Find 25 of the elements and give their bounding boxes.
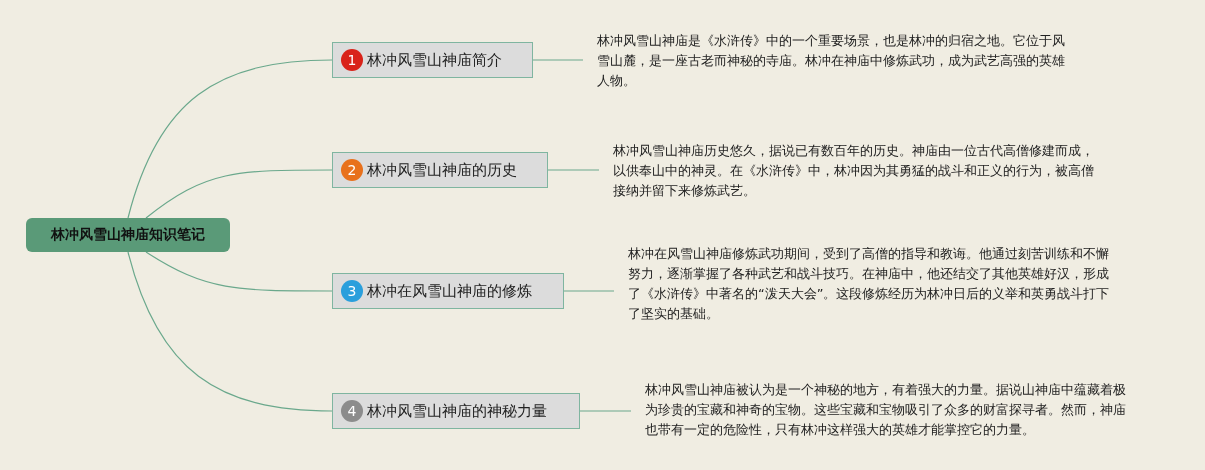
note-text: 林冲风雪山神庙历史悠久，据说已有数百年的历史。神庙由一位古代高僧修建而成，以供奉山中的神灵。在《水浒传》中，林冲因为其勇猛的战斗和正义的行为，被高僧接纳并留下来修炼武艺。	[613, 141, 1103, 201]
number-badge: 2	[341, 159, 363, 181]
topic-title: 林冲风雪山神庙简介	[367, 50, 502, 70]
topic-title: 林冲风雪山神庙的历史	[367, 160, 517, 180]
connector-line	[127, 251, 333, 412]
connector-line	[145, 251, 333, 292]
connector-line	[532, 59, 584, 61]
topic-box	[332, 273, 564, 309]
root-topic-box: 林冲风雪山神庙知识笔记	[26, 218, 230, 252]
topic-box	[332, 152, 548, 188]
number-badge: 3	[341, 280, 363, 302]
number-badge: 4	[341, 400, 363, 422]
connector-line	[127, 59, 333, 219]
note-text: 林冲风雪山神庙被认为是一个神秘的地方，有着强大的力量。据说山神庙中蕴藏着极为珍贵的宝藏和神奇的宝物。这些宝藏和宝物吸引了众多的财富探寻者。然而，神庙也带有一定的危险性，只有林冲这样强大的英雄才能掌控它的力量。	[645, 380, 1135, 440]
connector-line	[579, 410, 632, 412]
number-badge: 1	[341, 49, 363, 71]
topic-title: 林冲风雪山神庙的神秘力量	[367, 401, 547, 421]
note-text: 林冲在风雪山神庙修炼武功期间，受到了高僧的指导和教诲。他通过刻苦训练和不懈努力，逐渐掌握了各种武艺和战斗技巧。在神庙中，他还结交了其他英雄好汉，形成了《水浒传》中著名的“泼天大会”。这段修炼经历为林冲日后的义举和英勇战斗打下了坚实的基础。	[628, 244, 1118, 324]
connector-line	[145, 169, 333, 219]
note-text: 林冲风雪山神庙是《水浒传》中的一个重要场景，也是林冲的归宿之地。它位于风雪山麓，是一座古老而神秘的寺庙。林冲在神庙中修炼武功，成为武艺高强的英雄人物。	[597, 31, 1077, 91]
connector-line	[547, 169, 600, 171]
connector-line	[563, 290, 615, 292]
topic-title: 林冲在风雪山神庙的修炼	[367, 281, 532, 301]
topic-box	[332, 393, 580, 429]
topic-box	[332, 42, 533, 78]
